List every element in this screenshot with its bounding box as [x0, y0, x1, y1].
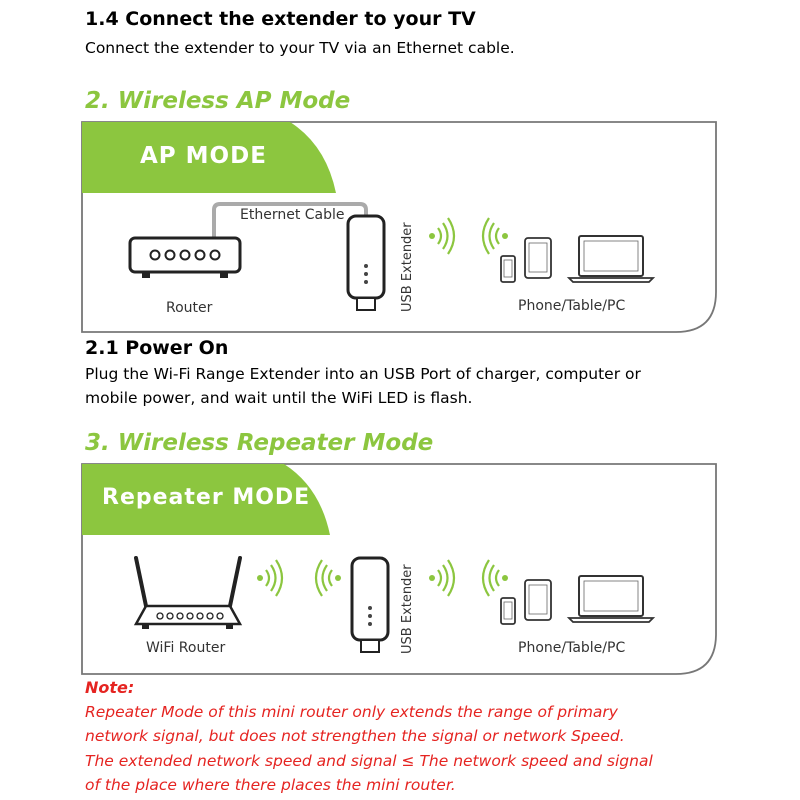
- router-label: Router: [166, 300, 213, 316]
- wifi-router-icon: [133, 556, 243, 629]
- usb-extender-label-2: USB Extender: [400, 564, 415, 654]
- section-2-1-line2: mobile power, and wait until the WiFi LE…: [85, 389, 473, 407]
- note-line2: network signal, but does not strengthen …: [85, 727, 625, 745]
- phone-icon-2: [500, 597, 516, 625]
- section-2-1-line1: Plug the Wi-Fi Range Extender into an US…: [85, 365, 641, 383]
- repeater-mode-heading: 3. Wireless Repeater Mode: [85, 430, 434, 456]
- tablet-icon: [524, 237, 552, 279]
- repeater-mode-tab: [82, 464, 330, 535]
- section-1-4-text: Connect the extender to your TV via an E…: [85, 39, 515, 57]
- wifi-signal-out-icon: [429, 217, 456, 255]
- section-2-1-title: 2.1 Power On: [85, 337, 229, 359]
- router-icon: [128, 236, 242, 278]
- usb-extender-icon: [346, 214, 386, 311]
- devices-label: Phone/Table/PC: [518, 298, 626, 314]
- ap-mode-tab-label: AP MODE: [140, 143, 267, 169]
- usb-extender-icon-2: [350, 556, 390, 653]
- note-line3: The extended network speed and signal ≤ …: [85, 752, 653, 770]
- wifi-signal-extender-out-icon: [429, 559, 456, 597]
- repeater-mode-tab-label: Repeater MODE: [102, 485, 311, 510]
- wifi-signal-router-icon: [257, 559, 284, 597]
- laptop-icon: [566, 235, 656, 283]
- section-1-4-title: 1.4 Connect the extender to your TV: [85, 8, 476, 30]
- ap-mode-tab: [82, 122, 336, 193]
- wifi-signal-devices-icon: [481, 559, 508, 597]
- wifi-router-label: WiFi Router: [146, 640, 226, 656]
- devices-label-2: Phone/Table/PC: [518, 640, 626, 656]
- note-line4: of the place where there places the mini…: [85, 776, 456, 794]
- note-line1: Repeater Mode of this mini router only e…: [85, 703, 618, 721]
- wifi-signal-extender-in-icon: [314, 559, 341, 597]
- laptop-icon-2: [566, 575, 656, 623]
- wifi-signal-in-icon: [481, 217, 508, 255]
- phone-icon: [500, 255, 516, 283]
- ap-mode-heading: 2. Wireless AP Mode: [85, 88, 351, 114]
- tablet-icon-2: [524, 579, 552, 621]
- note-title: Note:: [85, 678, 135, 697]
- ethernet-cable-label: Ethernet Cable: [240, 207, 345, 223]
